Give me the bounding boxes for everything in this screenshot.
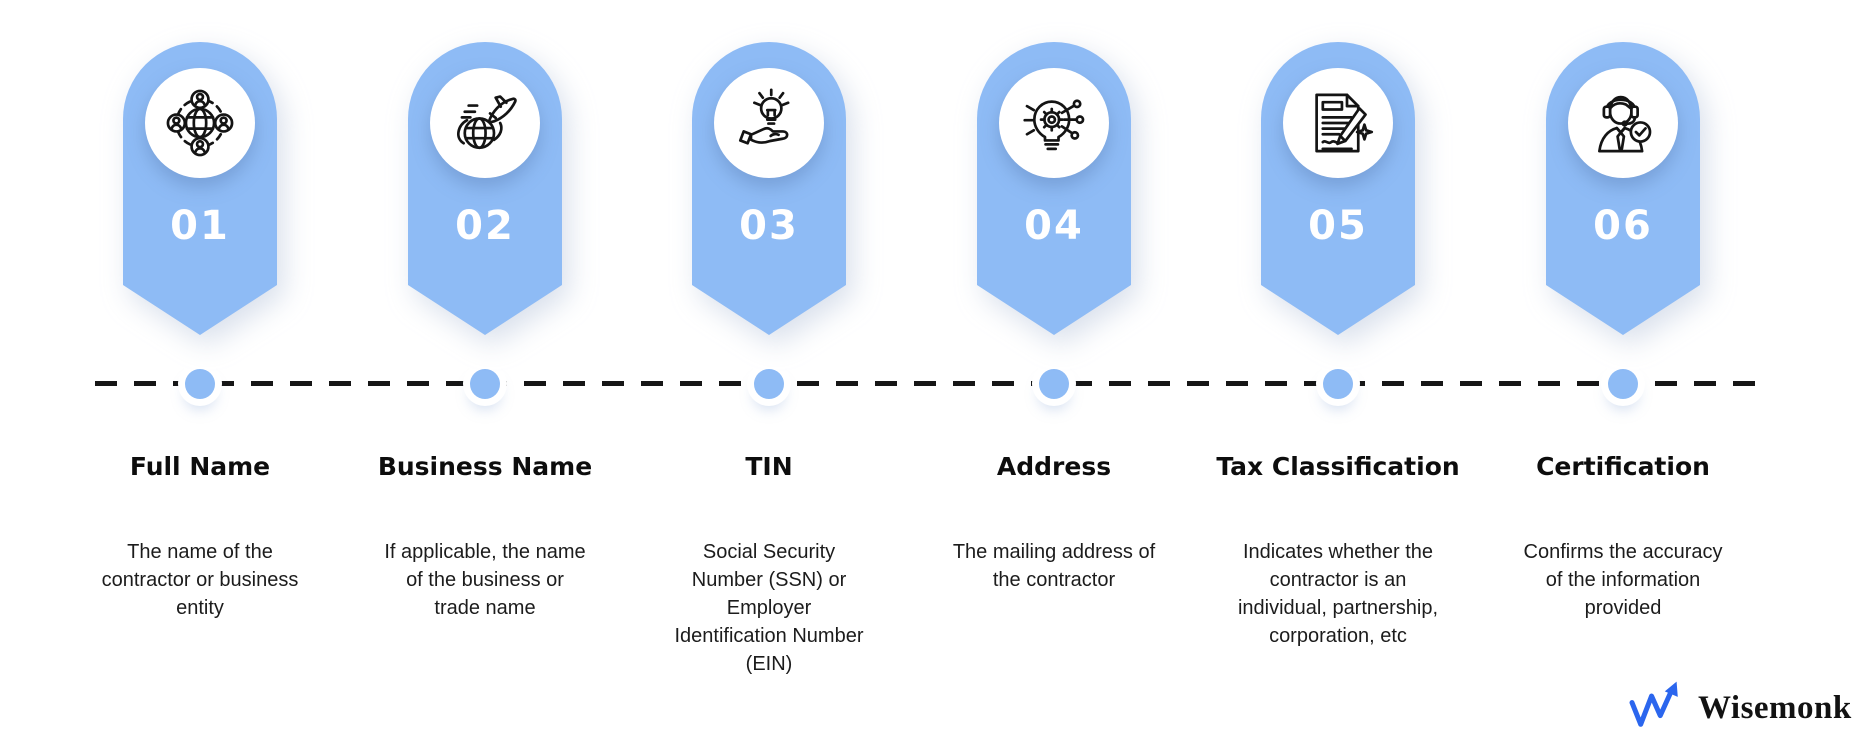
step-description: Indicates whether the contractor is an i… [1237, 541, 1439, 647]
timeline-dot [470, 369, 500, 399]
step-description: The mailing address of the contractor [952, 541, 1156, 591]
pin-marker: 04 [977, 42, 1131, 335]
pin-marker: 05 [1261, 42, 1415, 335]
step-description: The name of the contractor or business e… [101, 541, 299, 619]
step-number: 04 [1024, 203, 1084, 249]
step-number: 03 [739, 203, 799, 249]
timeline-dot [754, 369, 784, 399]
step-title: Business Name [377, 452, 593, 481]
wisemonk-logo-icon [1629, 681, 1678, 727]
step-business-name: 02 Business Name If applicable, the name… [358, 0, 612, 754]
timeline-dot [1323, 369, 1353, 399]
global-team-icon [166, 89, 234, 157]
step-title: Full Name [129, 452, 271, 481]
step-tin: 03 TIN Social Security Number (SSN) or E… [642, 0, 896, 754]
timeline-dot [185, 369, 215, 399]
step-number: 01 [170, 203, 230, 249]
pin-marker: 03 [692, 42, 846, 335]
timeline-dot [1039, 369, 1069, 399]
plane-globe-icon [457, 95, 517, 150]
pin-icon-circle [145, 68, 255, 178]
document-pen-icon [1315, 93, 1374, 153]
step-title: Address [996, 452, 1112, 481]
step-title: Certification [1536, 452, 1710, 481]
step-title: Tax Classification [1216, 452, 1460, 481]
step-description: If applicable, the name of the business … [384, 541, 586, 619]
step-description: Confirms the accuracy of the information… [1523, 541, 1723, 619]
step-certification: 06 Certification Confirms the accuracy o… [1496, 0, 1750, 754]
step-number: 06 [1593, 203, 1653, 249]
timeline-dashed-line [95, 381, 1761, 386]
bulb-gear-circuit-icon [1023, 99, 1085, 151]
pin-marker: 02 [408, 42, 562, 335]
idea-hand-icon [738, 88, 790, 145]
step-number: 02 [455, 203, 515, 249]
step-full-name: 01 Full Name The name of the contractor … [73, 0, 327, 754]
wisemonk-logo-text: Wisemonk [1698, 689, 1852, 726]
step-address: 04 Address The mailing address of the co… [927, 0, 1181, 754]
step-description: Social Security Number (SSN) or Employer… [674, 541, 864, 675]
pin-marker: 06 [1546, 42, 1700, 335]
step-number: 05 [1308, 203, 1368, 249]
wisemonk-logo: Wisemonk [1628, 681, 1852, 733]
timeline-dot [1608, 369, 1638, 399]
step-title: TIN [745, 452, 793, 481]
support-agent-check-icon [1598, 95, 1652, 153]
step-tax-classification: 05 Tax Classification Indicates whether … [1211, 0, 1465, 754]
pin-marker: 01 [123, 42, 277, 335]
